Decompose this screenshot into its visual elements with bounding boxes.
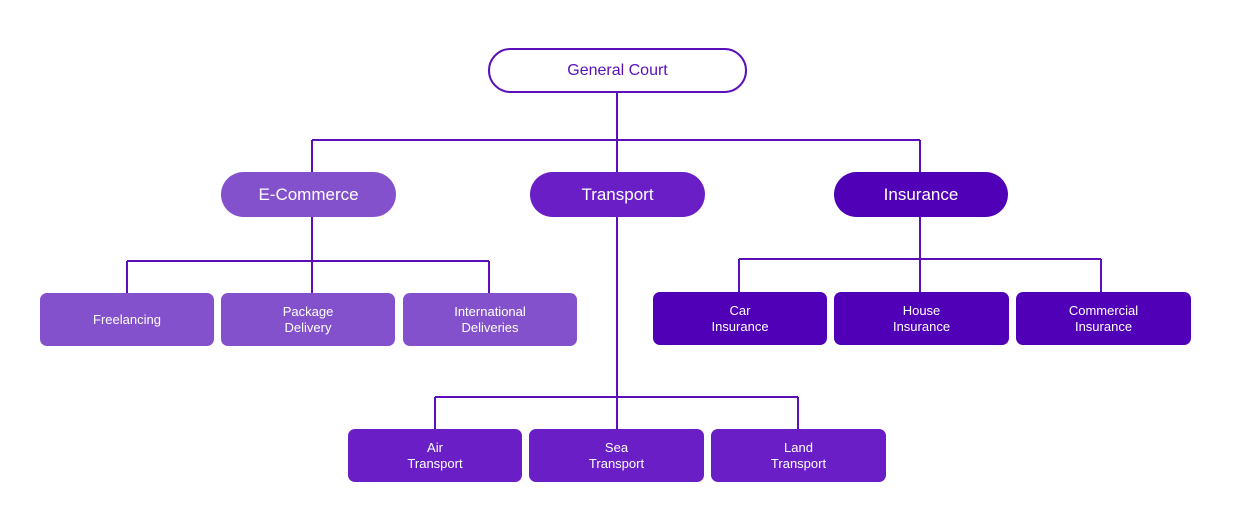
node-air-transport-label: Air Transport — [407, 439, 463, 471]
node-commercial-insurance: Commercial Insurance — [1016, 292, 1191, 345]
node-car-insurance: Car Insurance — [653, 292, 827, 345]
node-ecommerce-label: E-Commerce — [258, 184, 359, 204]
node-ecommerce: E-Commerce — [221, 172, 396, 217]
node-insurance: Insurance — [834, 172, 1008, 217]
node-house-insurance: House Insurance — [834, 292, 1009, 345]
node-air-transport: Air Transport — [348, 429, 522, 482]
node-international-deliveries-label: International Deliveries — [454, 303, 526, 335]
node-general-court-label: General Court — [567, 61, 668, 79]
node-land-transport-label: Land Transport — [770, 439, 827, 471]
node-commercial-insurance-label: Commercial Insurance — [1068, 302, 1139, 334]
node-package-delivery-label: Package Delivery — [282, 303, 334, 335]
node-house-insurance-label: House Insurance — [892, 302, 951, 334]
node-insurance-label: Insurance — [883, 184, 959, 204]
node-general-court: General Court — [488, 48, 747, 93]
node-transport-label: Transport — [581, 184, 654, 204]
node-transport: Transport — [530, 172, 705, 217]
node-land-transport: Land Transport — [711, 429, 886, 482]
node-sea-transport-label: Sea Transport — [588, 439, 645, 471]
node-sea-transport: Sea Transport — [529, 429, 704, 482]
node-car-insurance-label: Car Insurance — [711, 302, 769, 334]
node-international-deliveries: International Deliveries — [403, 293, 577, 346]
node-package-delivery: Package Delivery — [221, 293, 395, 346]
node-freelancing-label: Freelancing — [93, 311, 161, 327]
node-freelancing: Freelancing — [40, 293, 214, 346]
